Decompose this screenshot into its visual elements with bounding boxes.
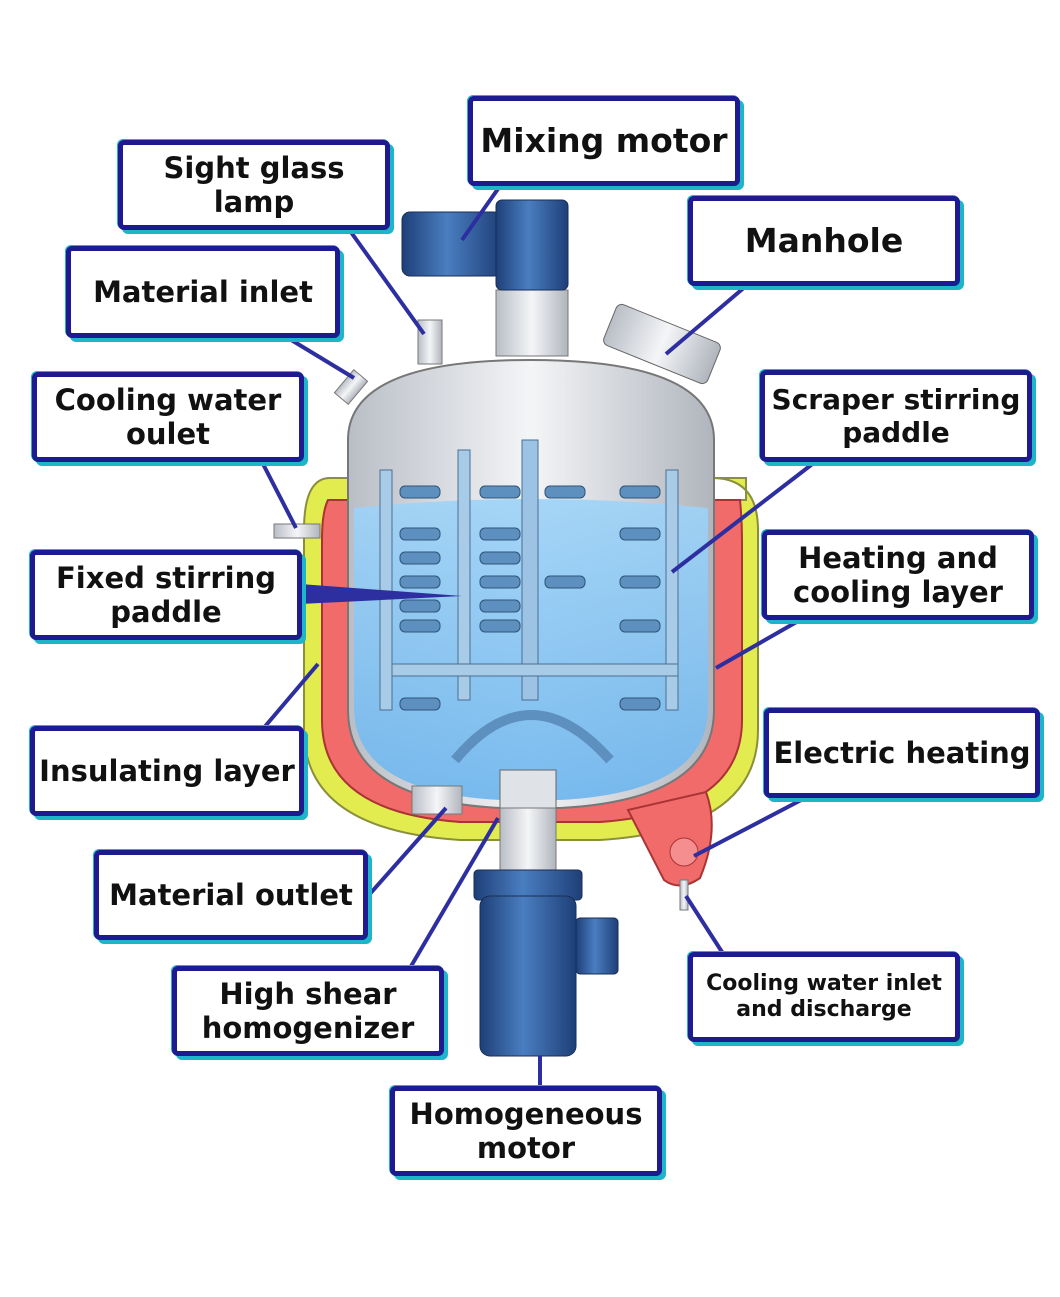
paddle-blades [399, 485, 661, 711]
label-high-shear-homogenizer: High shear homogenizer [172, 966, 444, 1056]
leader-lines [260, 184, 817, 1086]
homogeneous-motor-shape [473, 869, 619, 1057]
scraper-frame-right [665, 469, 679, 711]
label-cooling-water-outlet: Cooling water oulet [32, 372, 304, 462]
label-homogeneous-motor: Homogeneous motor [390, 1086, 662, 1176]
homogenizer-shaft-housing [499, 807, 557, 873]
manhole-cover [603, 303, 721, 385]
label-electric-heating: Electric heating [764, 708, 1040, 798]
agitator-shaft [521, 439, 539, 701]
cooling-outlet-pipe [273, 523, 321, 539]
horizontal-paddle-bar [391, 663, 679, 677]
mixing-motor-shape [401, 199, 569, 291]
label-scraper-stirring-paddle: Scraper stirring paddle [760, 370, 1032, 462]
label-manhole: Manhole [688, 196, 960, 286]
label-sight-glass-lamp: Sight glass lamp [118, 140, 390, 230]
label-cooling-water-inlet-discharge: Cooling water inlet and discharge [688, 952, 960, 1042]
homogenizer-head [499, 769, 557, 811]
label-insulating-layer: Insulating layer [30, 726, 304, 816]
fixed-paddle-frame-left [457, 449, 471, 701]
label-mixing-motor: Mixing motor [468, 96, 740, 186]
mixing-shaft-housing [495, 289, 569, 357]
scraper-frame-left [379, 469, 393, 711]
electric-heater-shape [626, 790, 713, 911]
label-fixed-stirring-paddle: Fixed stirring paddle [30, 550, 302, 640]
label-material-outlet: Material outlet [94, 850, 368, 940]
label-material-inlet: Material inlet [66, 246, 340, 338]
material-inlet-nozzle [333, 369, 369, 405]
material-outlet-valve [411, 785, 463, 815]
label-heating-cooling-layer: Heating and cooling layer [762, 530, 1034, 620]
sight-glass-nozzle [417, 319, 443, 365]
bottom-arc-paddle [451, 710, 614, 764]
